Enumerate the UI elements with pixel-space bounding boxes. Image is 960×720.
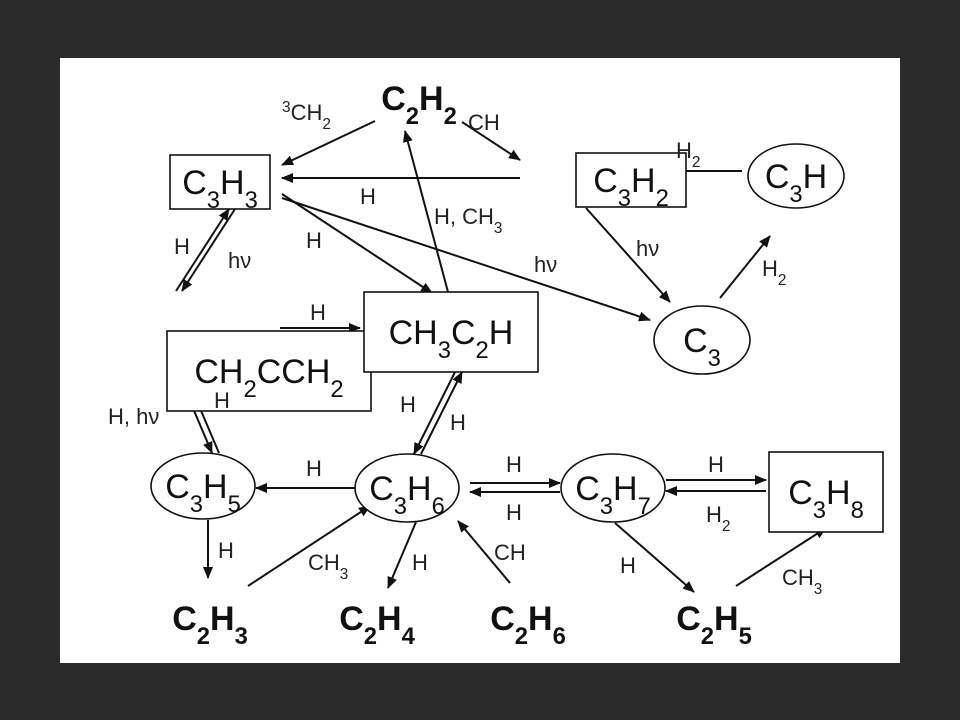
label-h-a: H	[360, 184, 376, 209]
species-formula: C3H2	[593, 162, 669, 212]
label-h-c: H	[174, 234, 190, 259]
box-shape	[169, 154, 271, 210]
species-formula: C3H6	[369, 470, 445, 520]
arrow-ch2cch2-to-c3h3	[175, 208, 230, 292]
species-formula: C2H4	[339, 600, 415, 650]
node-c2h6: C2H6	[490, 600, 566, 650]
label-h-i: H	[506, 452, 522, 477]
species-formula: C2H5	[676, 600, 752, 650]
arrow-c3h6-to-c2h4	[387, 521, 417, 589]
label-hv-a: hν	[228, 248, 251, 273]
species-formula: C2H2	[381, 80, 457, 130]
ellipse-shape	[150, 452, 256, 520]
arrow-c3-to-c3h	[719, 235, 771, 299]
arrow-c3h3-to-c3	[281, 197, 651, 322]
species-formula: CH2CCH2	[194, 353, 343, 403]
label-hv-b: hν	[636, 236, 659, 261]
ellipse-shape	[354, 453, 460, 523]
node-c2h5: C2H5	[676, 600, 752, 650]
arrow-ch3c2h-to-c3h6	[413, 371, 456, 455]
label-ch3-a: CH3	[308, 550, 348, 583]
node-c3h7: C3H7	[560, 453, 666, 523]
label-ch-b: CH	[494, 540, 526, 565]
species-formula: C3H	[765, 158, 827, 208]
species-formula: CH3C2H	[389, 314, 514, 364]
species-formula: C3H3	[182, 164, 258, 214]
label-hv-c: hν	[534, 252, 557, 277]
species-formula: C3	[683, 322, 721, 372]
arrow-c3h3-to-ch3c2h	[281, 193, 433, 294]
node-c3h5: C3H5	[150, 452, 256, 520]
label-ch: CH	[468, 110, 500, 135]
label-h-k: H	[708, 452, 724, 477]
label-h2-c: H2	[706, 502, 730, 535]
species-formula: C2H3	[172, 600, 248, 650]
box-shape	[768, 451, 884, 533]
ellipse-shape	[653, 305, 751, 375]
node-c3h6: C3H6	[354, 453, 460, 523]
species-formula: C3H7	[575, 470, 651, 520]
label-h-m: H	[412, 550, 428, 575]
arrow-c3h3-to-ch2cch2	[181, 208, 236, 292]
node-c3h2: C3H2	[575, 152, 687, 212]
arrow-c2h3-to-c3h6	[247, 505, 371, 587]
label-h-g: H	[450, 410, 466, 435]
node-c3h3: C3H3	[169, 154, 271, 214]
node-c3h8: C3H8	[768, 451, 884, 533]
arrow-c3h6-to-ch3c2h	[420, 371, 463, 455]
node-ch2cch2: CH2CCH2	[166, 330, 372, 412]
arrow-c2h2-to-c3h3	[281, 120, 376, 166]
arrow-c3h7-to-c2h5	[614, 522, 695, 593]
arrow-c2h5-to-c3h8	[735, 527, 827, 587]
node-c3: C3	[653, 305, 751, 375]
box-shape	[363, 291, 539, 373]
label-h-n: H	[620, 553, 636, 578]
label-h2-b: H2	[762, 256, 786, 289]
label-h-h: H	[306, 456, 322, 481]
node-ch3c2h: CH3C2H	[363, 291, 539, 373]
label-ch3-b: CH3	[782, 565, 822, 598]
label-h-ch3: H, CH3	[434, 204, 502, 237]
label-h-l: H	[218, 538, 234, 563]
species-formula: C3H5	[165, 468, 241, 518]
label-h-hv: H, hν	[108, 404, 159, 429]
ellipse-shape	[560, 453, 666, 523]
box-shape	[166, 330, 372, 412]
label-h-d: H	[310, 300, 326, 325]
node-c2h4: C2H4	[339, 600, 415, 650]
label-h-b: H	[306, 228, 322, 253]
ellipse-shape	[747, 143, 845, 209]
label-ch2-3: 3CH2	[282, 99, 331, 133]
box-shape	[575, 152, 687, 208]
species-formula: C2H6	[490, 600, 566, 650]
node-c2h3: C2H3	[172, 600, 248, 650]
label-h-f: H	[400, 392, 416, 417]
node-c2h2: C2H2	[381, 80, 457, 130]
label-h-e: H	[214, 388, 230, 413]
label-h2-a: H2	[676, 138, 700, 171]
arrow-c2h2-to-c3h2	[461, 121, 521, 161]
arrow-c2h6-to-c3h6	[457, 520, 511, 584]
species-formula: C3H8	[788, 474, 864, 524]
arrow-ch3c2h-to-c2h2	[403, 130, 449, 293]
arrow-c3h2-to-c3	[585, 207, 671, 303]
label-h-j: H	[506, 500, 522, 525]
node-c3h: C3H	[747, 143, 845, 209]
